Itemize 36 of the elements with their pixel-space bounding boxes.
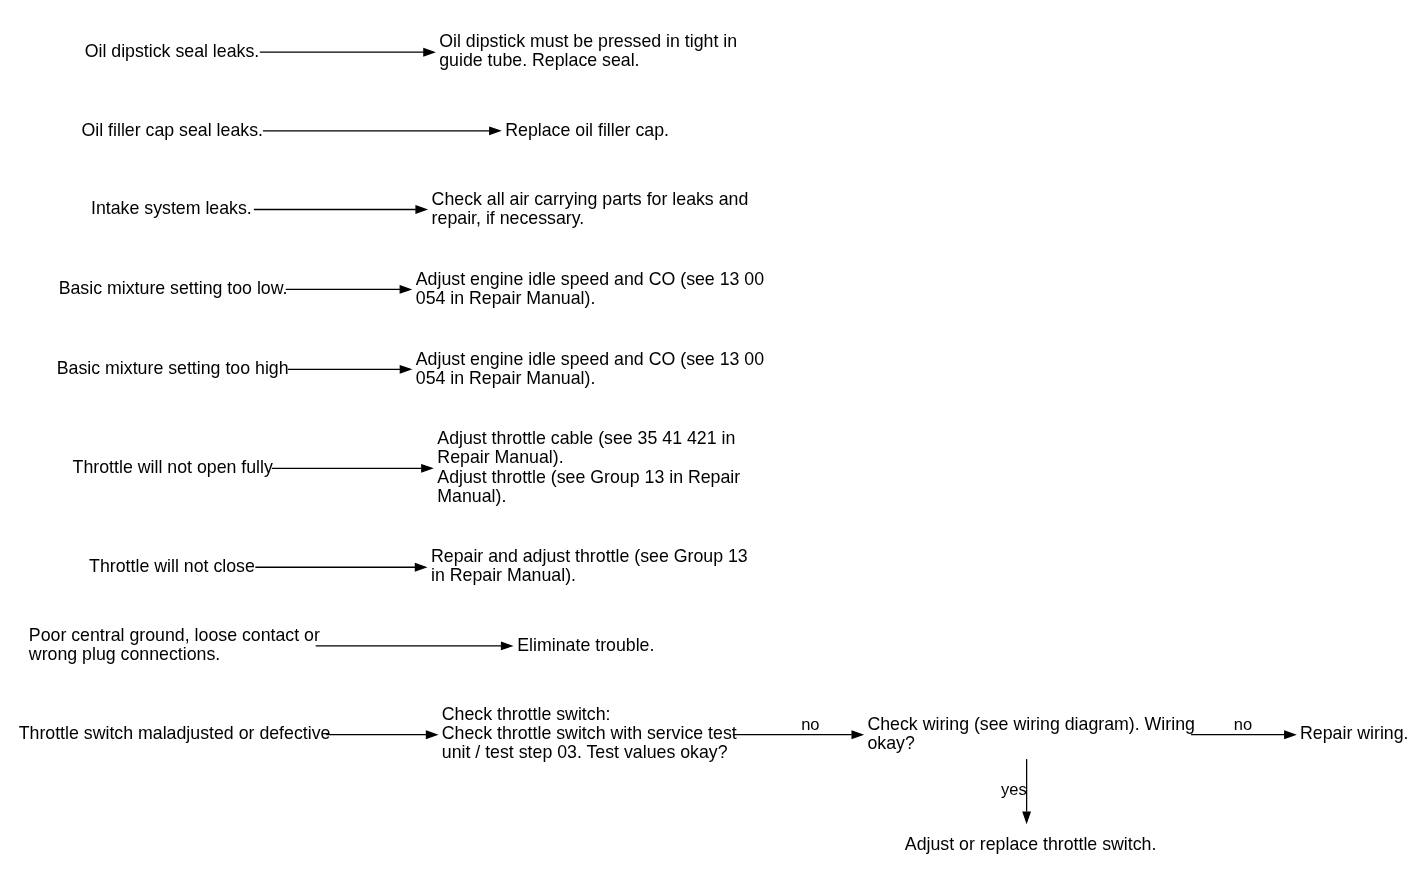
node-text: Eliminate trouble. <box>517 634 655 655</box>
arrow <box>732 730 865 740</box>
arrow <box>1190 730 1297 740</box>
arrow <box>259 47 436 57</box>
node-text: Basic mixture setting too high <box>56 358 289 379</box>
node-text: Adjust or replace throttle switch. <box>904 833 1157 854</box>
arrow <box>287 364 413 374</box>
node-text: Adjust throttle cable (see 35 41 421 in Repair Manual). Adjust throttle (see Group 13 in Repair Manual). <box>437 428 741 506</box>
node-text: Check wiring (see wiring diagram). Wiring okay? <box>867 713 1195 753</box>
node-text: Replace oil filler cap. <box>505 119 669 140</box>
edge-label: yes <box>1001 779 1027 798</box>
node-text: Oil dipstick must be pressed in tight in guide tube. Replace seal. <box>439 31 738 71</box>
node-text: Adjust engine idle speed and CO (see 13 00 054 in Repair Manual). <box>415 268 765 308</box>
arrow <box>325 730 439 740</box>
arrow <box>253 205 429 214</box>
node-text: Adjust engine idle speed and CO (see 13 00 054 in Repair Manual). <box>415 348 765 388</box>
arrow <box>315 641 514 651</box>
node-text: Oil dipstick seal leaks. <box>84 40 260 61</box>
arrow <box>254 562 428 572</box>
arrow <box>262 126 502 136</box>
node-text: Throttle will not close <box>89 555 255 576</box>
node-text: Check throttle switch: Check throttle switch with service test unit / test step 03. Test values okay? <box>441 704 737 763</box>
arrow <box>271 463 434 473</box>
node-text: Oil filler cap seal leaks. <box>81 119 263 140</box>
edge-label: no <box>801 715 820 734</box>
node-text: Basic mixture setting too low. <box>58 278 288 299</box>
node-text: Poor central ground, loose contact or wrong plug connections. <box>28 625 320 665</box>
node-text: Throttle switch maladjusted or defective <box>18 723 331 744</box>
node-text: Repair wiring. <box>1300 723 1409 744</box>
arrow <box>285 284 413 294</box>
edge-label: no <box>1233 715 1253 734</box>
node-text: Repair and adjust throttle (see Group 13 in Repair Manual). <box>430 546 748 586</box>
node-text: Throttle will not open fully <box>72 456 273 477</box>
node-text: Check all air carrying parts for leaks and repair, if necessary. <box>431 188 749 228</box>
node-text: Intake system leaks. <box>90 198 252 219</box>
arrow <box>1022 758 1032 825</box>
